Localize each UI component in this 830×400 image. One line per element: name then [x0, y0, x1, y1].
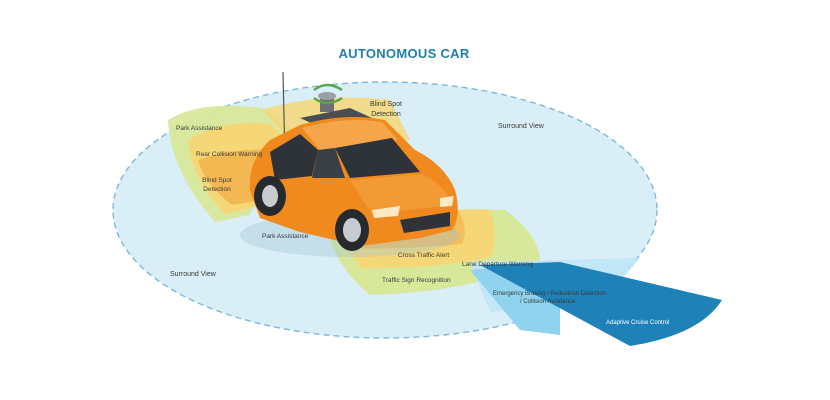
label-blind-spot-left-2: Detection: [203, 186, 231, 193]
label-surround-view-right: Surround View: [498, 123, 545, 130]
label-cross-traffic-alert: Cross Traffic Alert: [398, 252, 449, 259]
label-lane-departure-warning: Lane Departure Warning: [462, 261, 533, 268]
label-surround-view-left: Surround View: [170, 271, 217, 278]
lidar-sensor: [313, 83, 343, 112]
adaptive-cruise-beam: [480, 262, 722, 346]
car-grille: [400, 212, 450, 233]
label-park-assistance-left: Park Assistance: [176, 125, 223, 132]
label-park-assistance-front: Park Assistance: [262, 233, 309, 240]
diagram-title: AUTONOMOUS CAR: [338, 46, 469, 61]
label-blind-spot-top-1: Blind Spot: [370, 101, 402, 108]
car-headlight: [372, 206, 400, 218]
label-blind-spot-top-2: Detection: [371, 111, 401, 118]
label-emergency-braking-1: Emergency Braking / Pedestrian Detection: [493, 291, 606, 297]
label-blind-spot-left-1: Blind Spot: [202, 177, 232, 184]
car-windshield: [335, 138, 420, 178]
label-adaptive-cruise-control: Adaptive Cruise Control: [606, 320, 669, 326]
car-wheel-front: [335, 209, 369, 251]
car-wheel-rear: [254, 176, 286, 216]
label-emergency-braking-2: / Collision Avoidance: [520, 299, 576, 305]
label-traffic-sign-recognition: Traffic Sign Recognition: [382, 277, 451, 284]
car: [249, 71, 458, 251]
label-rear-collision-warning: Rear Collision Warning: [196, 151, 263, 158]
car-side-window: [270, 134, 318, 180]
